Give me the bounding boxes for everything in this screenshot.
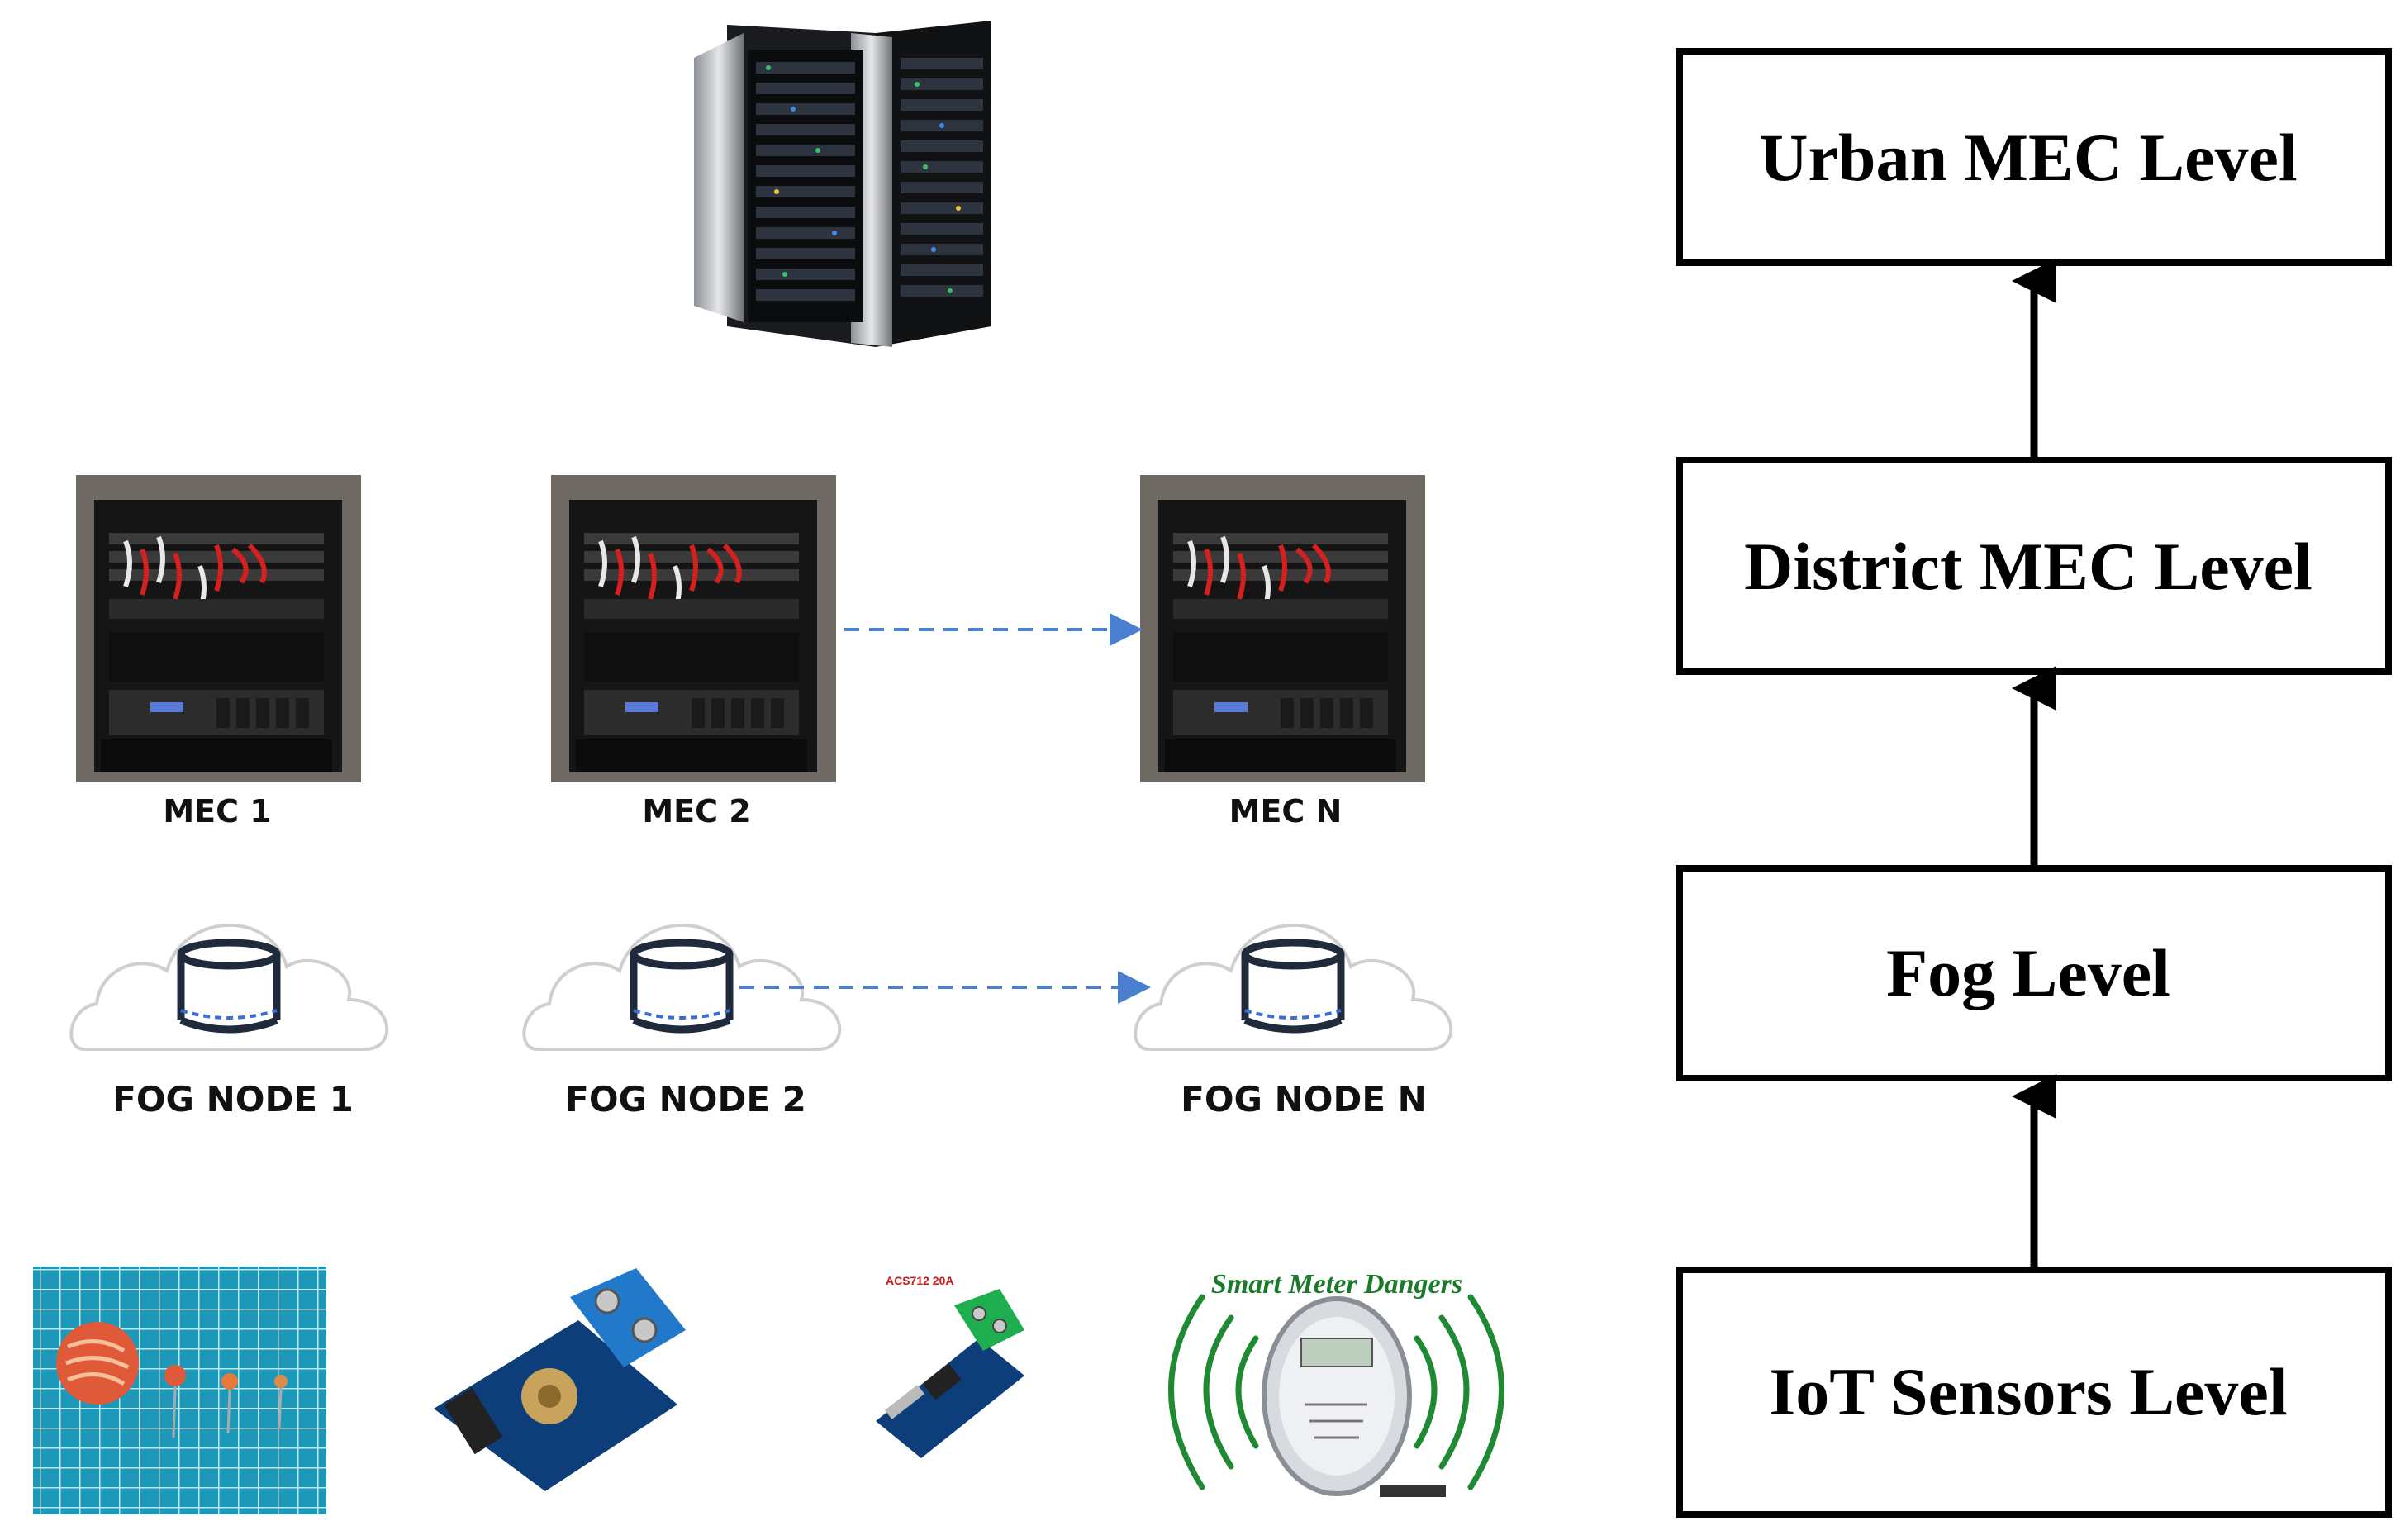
fog-node-n-label: FOG NODE N (1181, 1079, 1427, 1119)
level-urban-mec-box: Urban MEC Level (1676, 48, 2392, 266)
smart-meter-title: Smart Meter Dangers (1211, 1269, 1462, 1300)
mec-1-label: MEC 1 (163, 793, 271, 829)
ldr-sensor-image (33, 1267, 326, 1514)
level-iot-sensors-box: IoT Sensors Level (1676, 1267, 2392, 1518)
level-urban-mec-label: Urban MEC Level (1759, 120, 2297, 195)
fog-node-n-cloud-icon (1134, 924, 1453, 1051)
level-fog-label: Fog Level (1886, 935, 2170, 1010)
smart-meter-image: Smart Meter Dangers (1168, 1269, 1504, 1497)
mec-2-rack-image (551, 475, 836, 782)
fog-node-1-label: FOG NODE 1 (112, 1079, 354, 1119)
current-sensor-image: ACS712 20A (876, 1274, 1024, 1458)
current-sensor-label: ACS712 20A (886, 1274, 954, 1287)
level-district-mec-label: District MEC Level (1744, 529, 2312, 604)
level-iot-sensors-label: IoT Sensors Level (1769, 1354, 2287, 1429)
mec-2-label: MEC 2 (642, 793, 750, 829)
datacenter-server-image (694, 21, 991, 347)
mec-n-rack-image (1140, 475, 1425, 782)
voltage-sensor-image (434, 1268, 686, 1491)
fog-node-1-cloud-icon (69, 924, 389, 1051)
level-fog-box: Fog Level (1676, 865, 2392, 1081)
fog-node-2-label: FOG NODE 2 (565, 1079, 806, 1119)
fog-node-2-cloud-icon (522, 924, 842, 1051)
mec-n-label: MEC N (1229, 793, 1343, 829)
mec-1-rack-image (76, 475, 361, 782)
level-district-mec-box: District MEC Level (1676, 457, 2392, 675)
